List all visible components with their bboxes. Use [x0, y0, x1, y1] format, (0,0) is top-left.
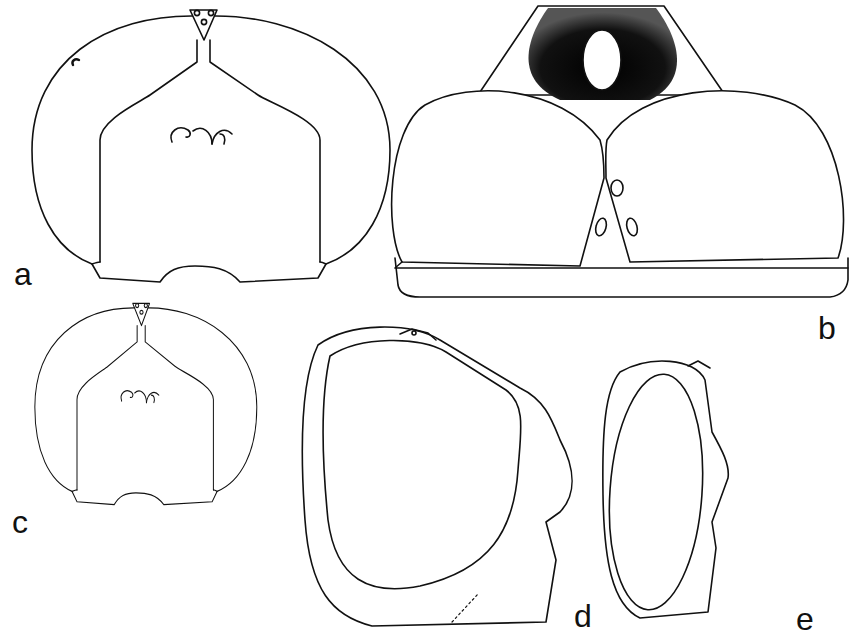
panel-letter: d: [574, 600, 592, 632]
panel-letter: e: [796, 603, 814, 635]
head-dorsal-view: [392, 6, 848, 297]
head-front-view: [32, 10, 390, 282]
head-front-view-small: [35, 303, 257, 504]
head-lateral-view: [302, 327, 572, 626]
panel-letter: c: [12, 506, 28, 538]
panel-letter: a: [14, 258, 32, 290]
panel-letter: b: [818, 312, 836, 344]
head-lateral-view-small: [602, 361, 728, 618]
